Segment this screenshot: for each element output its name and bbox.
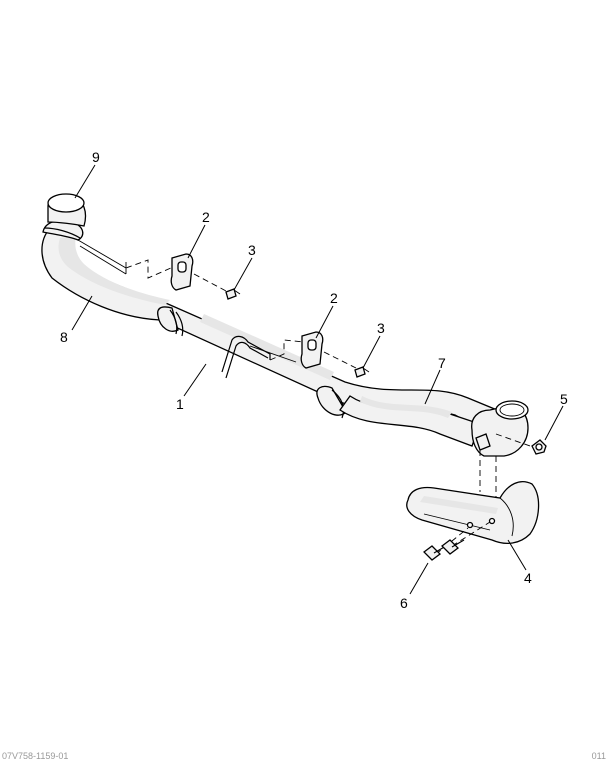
callout-2-lower: 2 [330,290,338,306]
bolts [423,521,491,561]
heat-shield [406,450,540,545]
clamp [495,433,547,455]
callout-9: 9 [92,149,100,165]
pin-lower [354,366,370,378]
hanger-lower [269,331,357,369]
main-exhaust-pipe [41,193,529,457]
callout-6: 6 [400,595,408,611]
callout-8: 8 [60,329,68,345]
callout-5: 5 [560,391,568,407]
leader-lines [71,164,564,595]
callout-3-upper: 3 [248,242,256,258]
callout-4: 4 [524,570,532,586]
hanger-upper [125,253,229,293]
pin-upper [225,288,241,300]
callouts: 9 2 3 8 2 3 1 7 5 4 6 [60,149,568,611]
callout-2-upper: 2 [202,209,210,225]
callout-7: 7 [438,355,446,371]
callout-1: 1 [176,396,184,412]
callout-3-lower: 3 [377,320,385,336]
figure-code-left: 07V758-1159-01 [2,751,69,761]
figure-code-right: 011 [591,751,606,761]
